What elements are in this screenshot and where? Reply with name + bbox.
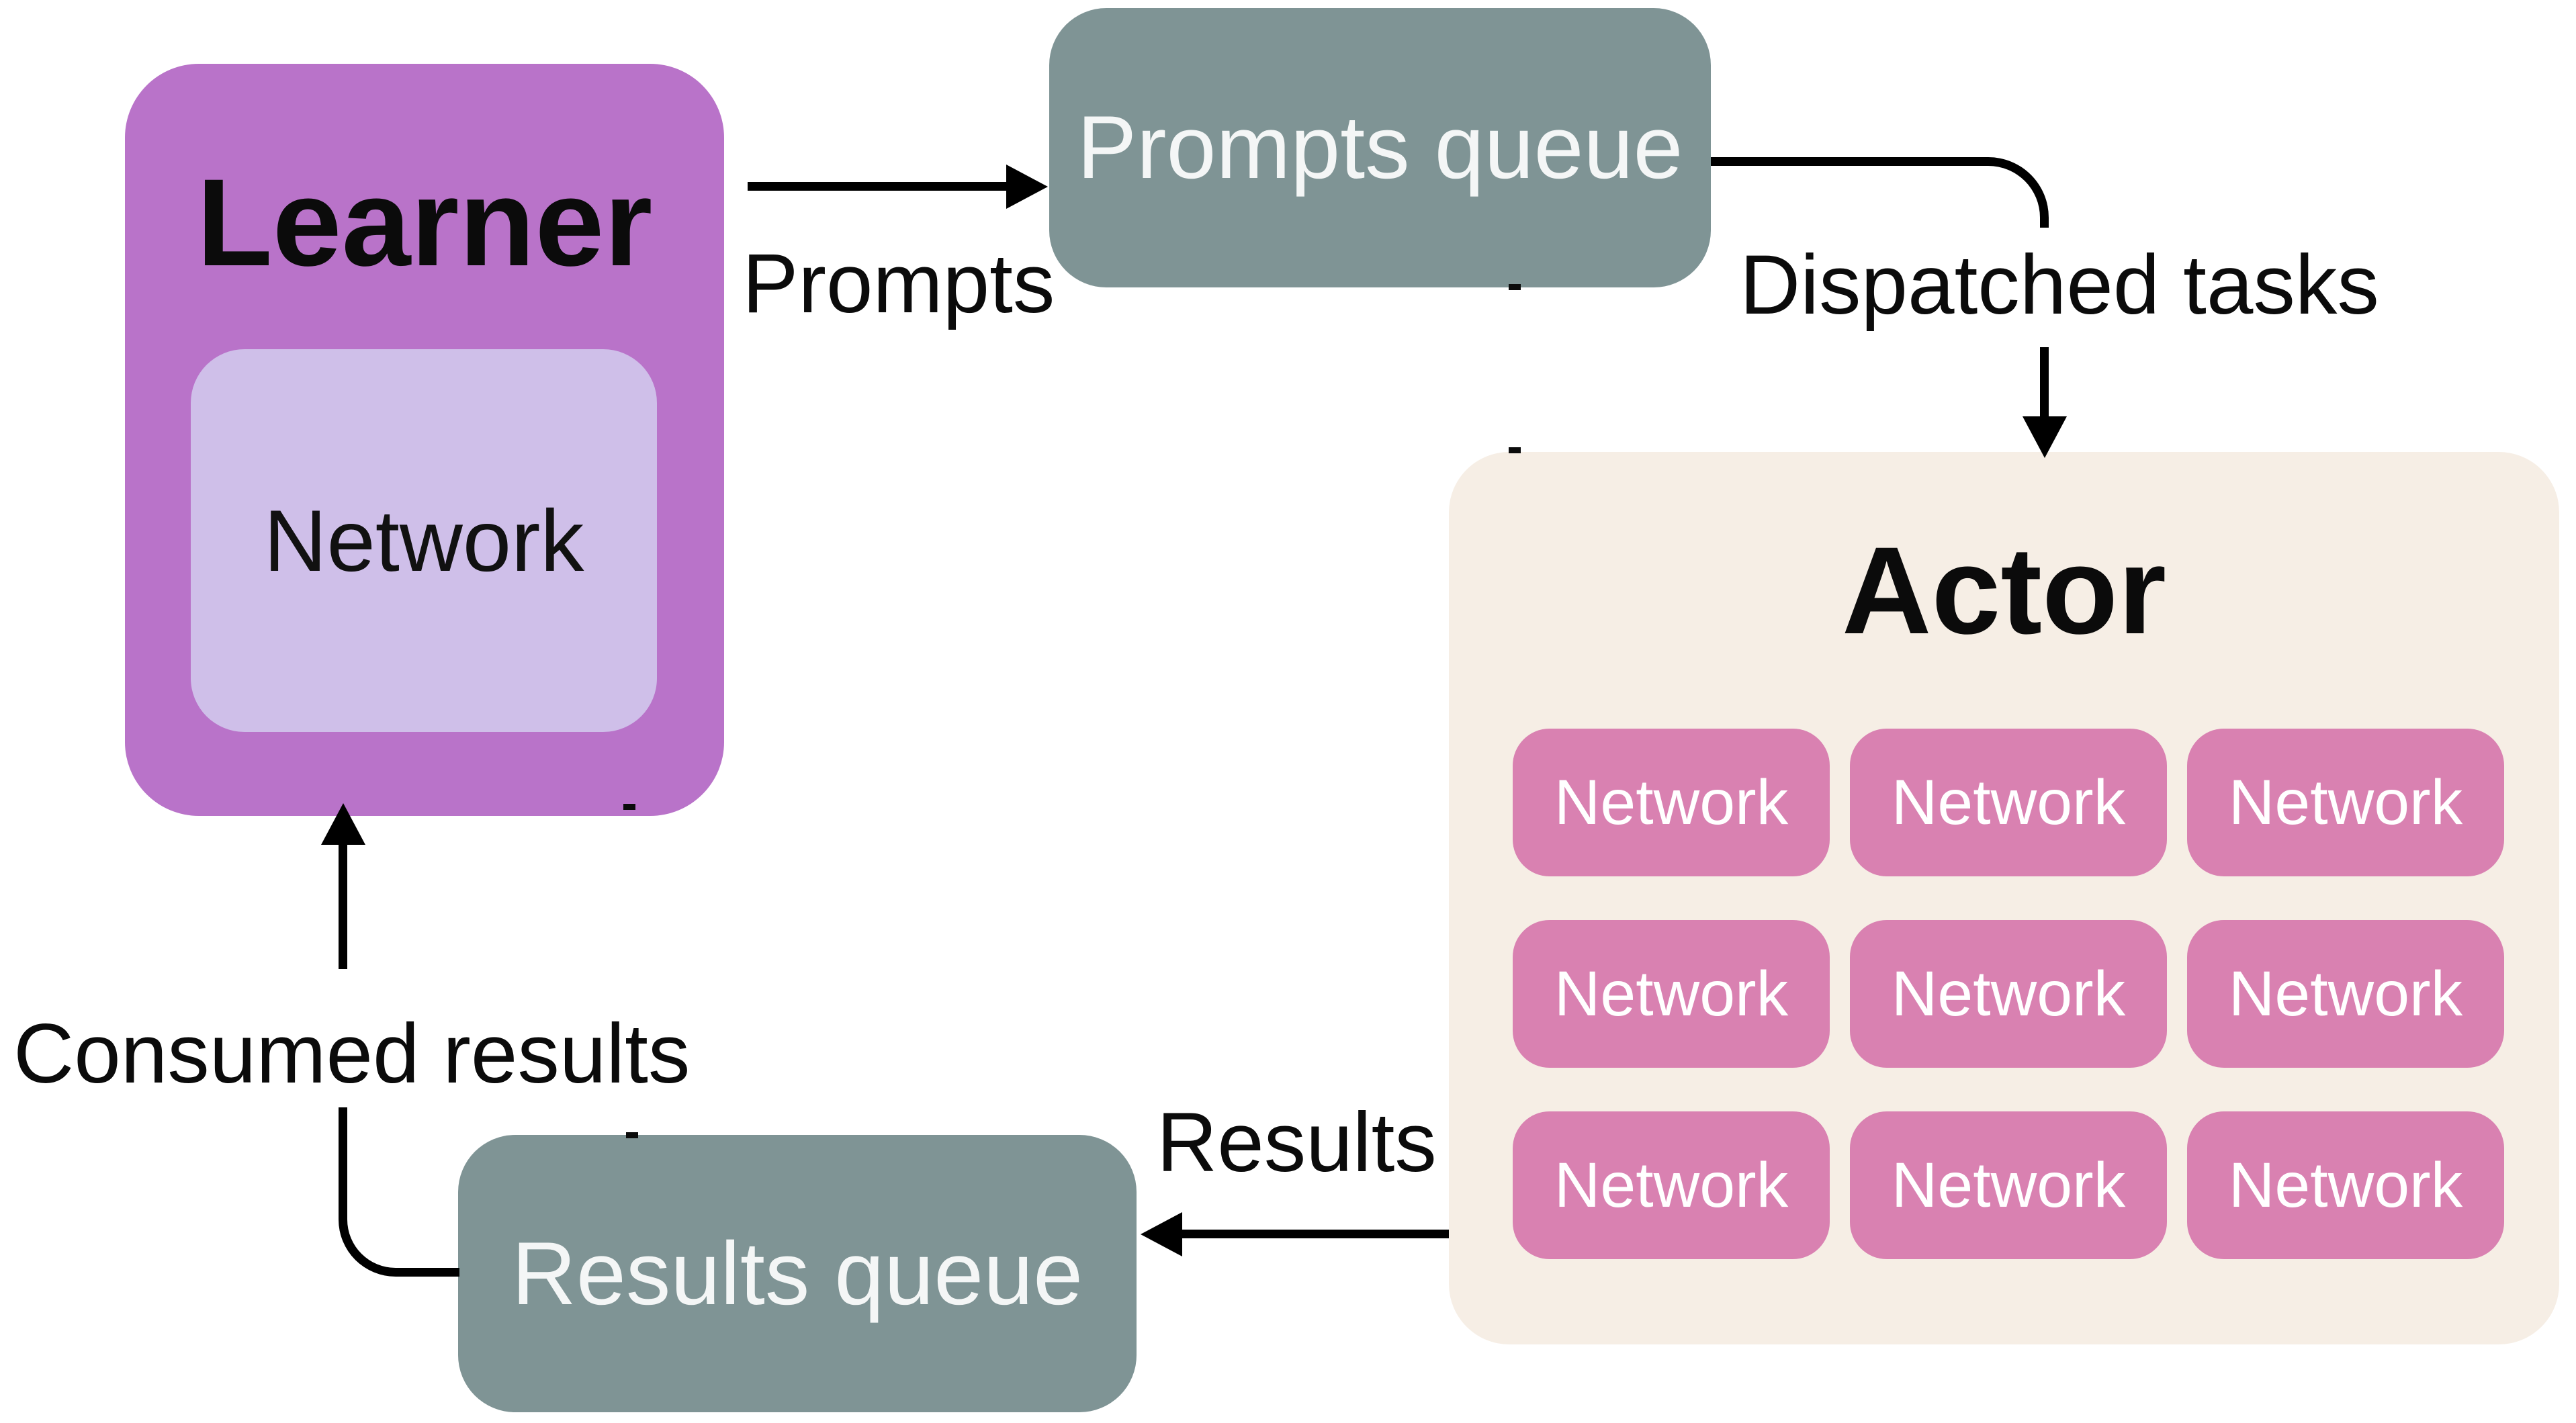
- connector-results-to-learner-corner: [339, 1215, 459, 1277]
- actor-network-cell: Network: [1513, 920, 1830, 1068]
- learner-network-label: Network: [263, 492, 584, 590]
- actor-network-cell: Network: [1850, 729, 2167, 876]
- actor-network-grid: Network Network Network Network Network …: [1513, 729, 2504, 1259]
- connector-prompts-to-actor-horizontal: [1711, 157, 1933, 166]
- learner-box: Learner Network: [125, 64, 724, 816]
- actor-network-cell: Network: [1850, 1111, 2167, 1259]
- actor-network-cell: Network: [2187, 729, 2504, 876]
- tick-mark: [1509, 447, 1521, 453]
- arrow-right-icon: [1006, 165, 1048, 209]
- prompts-queue-label: Prompts queue: [1077, 98, 1683, 197]
- tick-mark: [623, 804, 635, 810]
- results-queue-label: Results queue: [511, 1224, 1083, 1324]
- arrow-down-icon: [2023, 416, 2067, 458]
- arrow-actor-to-results-line: [1182, 1230, 1449, 1238]
- edge-label-results: Results: [1157, 1096, 1437, 1189]
- tick-mark: [626, 1132, 638, 1138]
- actor-network-cell: Network: [2187, 1111, 2504, 1259]
- edge-label-prompts: Prompts: [742, 237, 1055, 330]
- actor-network-cell: Network: [1513, 729, 1830, 876]
- connector-results-to-learner-vertical-lower: [339, 1107, 347, 1215]
- actor-network-cell: Network: [1513, 1111, 1830, 1259]
- actor-box: Actor Network Network Network Network Ne…: [1449, 452, 2559, 1344]
- actor-network-cell: Network: [1850, 920, 2167, 1068]
- tick-mark: [1509, 284, 1521, 290]
- results-queue-box: Results queue: [458, 1135, 1137, 1412]
- learner-network-box: Network: [191, 349, 657, 732]
- arrow-left-icon: [1141, 1212, 1182, 1256]
- learner-title: Learner: [196, 154, 653, 292]
- edge-label-dispatched-tasks: Dispatched tasks: [1740, 238, 2379, 332]
- connector-results-to-learner-vertical-upper: [339, 845, 347, 969]
- edge-label-consumed-results: Consumed results: [13, 1007, 691, 1101]
- connector-prompts-to-actor-corner: [1933, 157, 2049, 228]
- actor-network-cell: Network: [2187, 920, 2504, 1068]
- actor-title: Actor: [1841, 522, 2167, 660]
- arrow-up-icon: [321, 803, 365, 845]
- prompts-queue-box: Prompts queue: [1049, 8, 1711, 287]
- arrow-learner-to-prompts-line: [748, 182, 1006, 191]
- connector-prompts-to-actor-vertical: [2040, 347, 2049, 418]
